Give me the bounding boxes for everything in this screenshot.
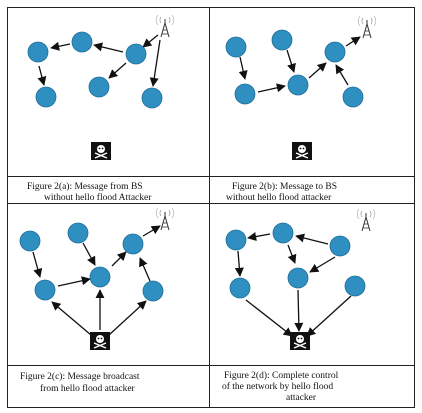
panel-d-caption-line: of the network by hello flood xyxy=(222,381,333,392)
panel-c-edge xyxy=(139,257,151,282)
skull-crossbones-icon xyxy=(290,332,310,350)
panel-a-edge xyxy=(93,42,124,53)
panel-d-edge xyxy=(234,250,244,277)
sensor-node-icon xyxy=(225,36,247,58)
sensor-node-icon xyxy=(71,31,93,53)
panel-a-edge xyxy=(149,39,161,87)
antenna-tower-icon xyxy=(357,15,377,39)
sensor-node-icon xyxy=(234,83,256,105)
sensor-node-icon xyxy=(27,41,49,63)
sensor-node-icon xyxy=(142,280,164,302)
panel-b-edge xyxy=(257,83,286,93)
panel-c-caption: Figure 2(c): Message broadcast from hell… xyxy=(20,371,142,394)
sensor-node-icon xyxy=(125,43,147,65)
panel-a-edge xyxy=(37,65,47,86)
panel-d-edge xyxy=(247,232,271,242)
panel-d-caption-line: Figure 2(d): Complete control xyxy=(224,370,339,381)
antenna-tower-icon xyxy=(155,207,175,231)
sensor-node-icon xyxy=(229,277,251,299)
sensor-node-icon xyxy=(271,29,293,51)
panel-b-diagram xyxy=(225,15,377,160)
panel-b: Figure 2(b): Message to BS without hello… xyxy=(225,15,377,203)
sensor-node-icon xyxy=(67,222,89,244)
panel-d-caption-line: attacker xyxy=(286,393,317,403)
panel-c: Figure 2(c): Message broadcast from hell… xyxy=(19,207,175,394)
panel-d-caption: Figure 2(d): Complete control of the net… xyxy=(222,370,341,403)
antenna-tower-icon xyxy=(356,208,376,232)
panel-b-caption-line: Figure 2(b): Message to BS xyxy=(232,181,337,192)
panel-a-edge xyxy=(142,34,159,48)
sensor-node-icon xyxy=(122,233,144,255)
sensor-node-icon xyxy=(272,222,294,244)
skull-crossbones-icon xyxy=(292,142,312,160)
sensor-node-icon xyxy=(344,275,366,297)
sensor-node-icon xyxy=(287,267,309,289)
sensor-node-icon xyxy=(329,235,351,257)
panel-c-diagram xyxy=(19,207,175,350)
panel-d-diagram xyxy=(225,208,376,350)
panel-c-edge xyxy=(82,242,96,266)
sensor-node-icon xyxy=(141,87,163,109)
panel-c-edge xyxy=(111,251,127,267)
panel-a-diagram xyxy=(27,14,175,160)
skull-crossbones-icon xyxy=(90,332,110,350)
panel-b-edge xyxy=(238,56,248,80)
panel-b-edge xyxy=(286,49,296,73)
sensor-node-icon xyxy=(88,76,110,98)
panel-a: Figure 2(a): Message from BS without hel… xyxy=(27,14,175,203)
panel-a-caption-line: Figure 2(a): Message from BS xyxy=(27,181,143,192)
panel-a-edge xyxy=(108,62,127,79)
sensor-node-icon xyxy=(324,41,346,63)
sensor-node-icon xyxy=(19,230,41,252)
panel-c-caption-line: Figure 2(c): Message broadcast xyxy=(20,371,140,382)
skull-crossbones-icon xyxy=(91,142,111,160)
panel-b-caption: Figure 2(b): Message to BS without hello… xyxy=(226,181,339,203)
panel-d-edge xyxy=(295,233,329,245)
panel-a-caption: Figure 2(a): Message from BS without hel… xyxy=(27,181,152,203)
panel-d-edge xyxy=(287,244,297,264)
panel-a-edge xyxy=(50,41,71,51)
panel-c-edge xyxy=(142,225,161,237)
panel-b-edge xyxy=(345,36,361,47)
panel-c-edge xyxy=(108,300,147,336)
figure-frame xyxy=(7,7,415,408)
panel-d-edge xyxy=(294,289,304,332)
sensor-node-icon xyxy=(34,279,56,301)
panel-a-caption-line: without hello flood Attacker xyxy=(44,192,152,203)
panel-b-edge xyxy=(308,62,327,79)
sensor-node-icon xyxy=(35,86,57,108)
sensor-node-icon xyxy=(225,229,247,251)
sensor-node-icon xyxy=(287,74,309,96)
panel-c-edge xyxy=(51,301,92,336)
panel-d-edge xyxy=(309,256,336,273)
sensor-node-icon xyxy=(342,86,364,108)
sensor-node-icon xyxy=(89,266,111,288)
panel-b-caption-line: without hello flood attacker xyxy=(226,192,332,203)
antenna-tower-icon xyxy=(155,14,175,38)
panel-c-caption-line: from hello flood attacker xyxy=(40,383,136,394)
panel-d-edge xyxy=(245,299,293,337)
panel-d: Figure 2(d): Complete control of the net… xyxy=(222,208,376,403)
panel-d-edge xyxy=(306,295,352,337)
panel-b-edge xyxy=(335,64,349,86)
panel-c-edge xyxy=(57,276,91,287)
panel-c-edge xyxy=(32,251,43,278)
